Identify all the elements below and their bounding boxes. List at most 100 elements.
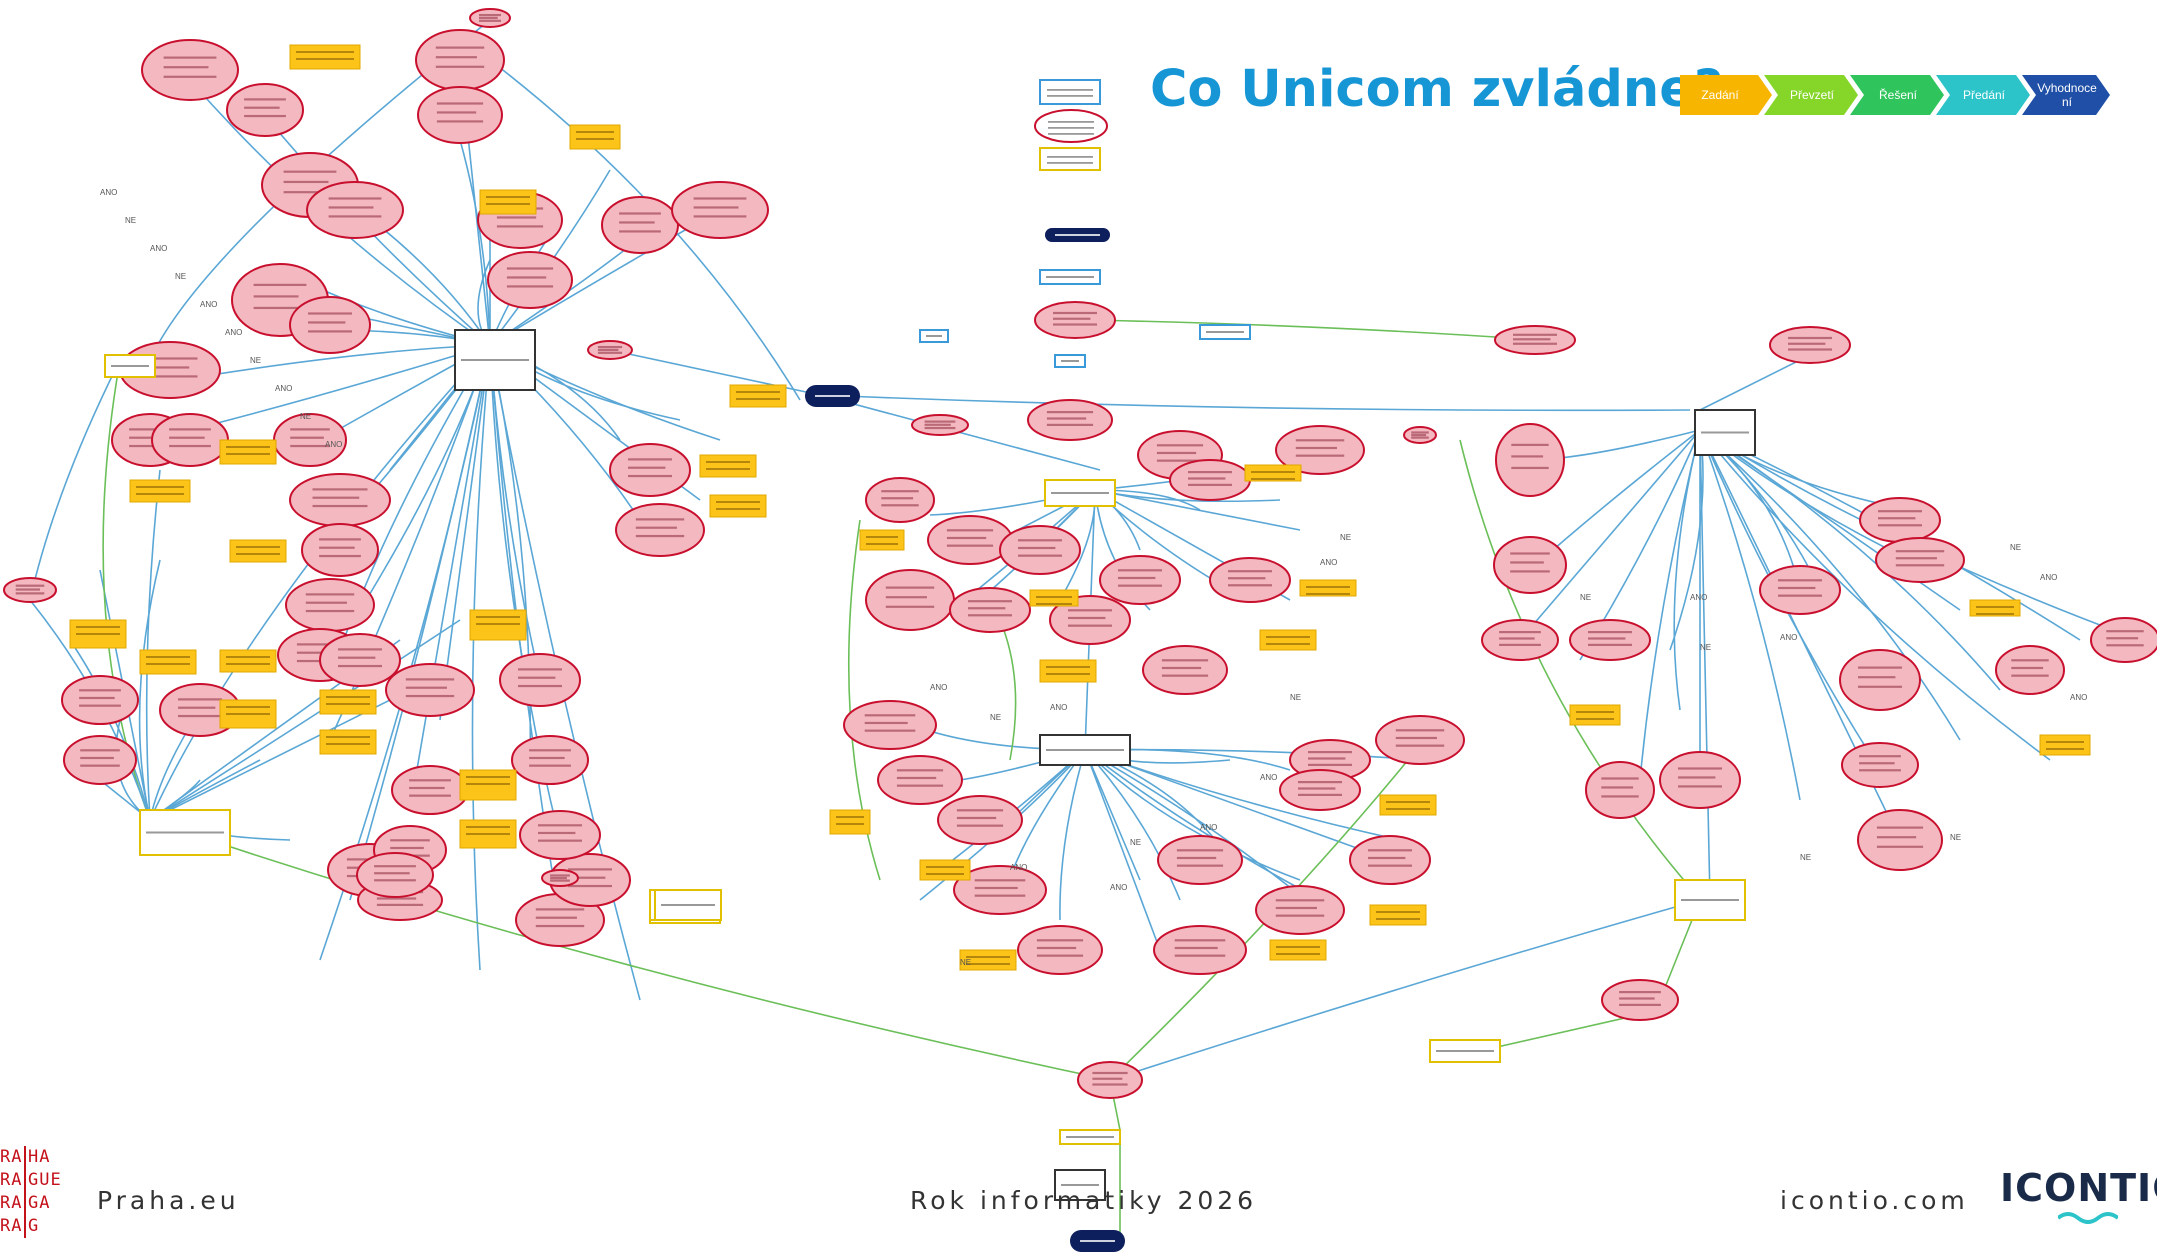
text-scribble bbox=[376, 903, 424, 906]
text-scribble bbox=[1701, 431, 1749, 434]
yellow-box bbox=[829, 809, 871, 835]
state-ellipse bbox=[301, 523, 379, 577]
text-scribble bbox=[1036, 939, 1084, 942]
deadline-change-box bbox=[219, 439, 277, 465]
footer-icontio[interactable]: icontio.com bbox=[1780, 1186, 1969, 1215]
flow-edge bbox=[145, 469, 161, 821]
text-scribble bbox=[693, 197, 747, 200]
text-scribble bbox=[80, 749, 120, 752]
flow-edge bbox=[1084, 749, 1141, 881]
state-change-node bbox=[1209, 557, 1291, 603]
text-scribble bbox=[535, 908, 585, 911]
text-scribble bbox=[1046, 411, 1094, 414]
text-scribble bbox=[338, 656, 376, 659]
text-scribble bbox=[1576, 718, 1614, 720]
state-change-node bbox=[1859, 497, 1941, 543]
yellow-box bbox=[319, 689, 377, 715]
state-ellipse bbox=[319, 633, 401, 687]
text-scribble bbox=[1298, 793, 1342, 796]
state-ellipse bbox=[285, 578, 375, 632]
state-change-node bbox=[865, 569, 955, 631]
text-scribble bbox=[1859, 762, 1895, 765]
flow-edge bbox=[819, 394, 1691, 412]
state-change-node bbox=[999, 525, 1081, 575]
text-scribble bbox=[1788, 348, 1832, 351]
text-scribble bbox=[129, 428, 171, 431]
text-scribble bbox=[244, 98, 286, 101]
text-scribble bbox=[236, 553, 280, 555]
text-scribble bbox=[885, 605, 935, 608]
text-scribble bbox=[946, 544, 994, 547]
deadline-change-box bbox=[69, 619, 127, 649]
text-scribble bbox=[253, 295, 299, 298]
text-scribble bbox=[966, 956, 1010, 958]
text-scribble bbox=[619, 221, 655, 224]
state-ellipse bbox=[306, 181, 404, 239]
text-scribble bbox=[1228, 584, 1272, 587]
text-scribble bbox=[466, 833, 510, 835]
state-change-node bbox=[415, 29, 505, 91]
text-scribble bbox=[1068, 624, 1112, 627]
text-scribble bbox=[946, 536, 987, 540]
deadline-change-box bbox=[1039, 659, 1097, 683]
text-scribble bbox=[319, 546, 355, 549]
edge-label: NE bbox=[1700, 643, 1711, 652]
text-scribble bbox=[1858, 676, 1896, 679]
deadline-change-box bbox=[1269, 939, 1327, 961]
text-scribble bbox=[142, 366, 190, 369]
deadline-change-box bbox=[229, 539, 287, 563]
text-scribble bbox=[1298, 781, 1342, 784]
footer-praha[interactable]: Praha.eu bbox=[97, 1186, 240, 1215]
text-scribble bbox=[1275, 899, 1325, 902]
text-scribble bbox=[15, 584, 45, 587]
text-scribble bbox=[146, 831, 224, 834]
flow-edge bbox=[1639, 429, 1701, 781]
text-scribble bbox=[1046, 276, 1094, 278]
text-scribble bbox=[496, 216, 537, 219]
text-scribble bbox=[864, 721, 908, 725]
text-scribble bbox=[1576, 711, 1614, 713]
text-scribble bbox=[836, 816, 864, 818]
state-ellipse bbox=[499, 653, 581, 707]
text-scribble bbox=[226, 713, 270, 715]
text-scribble bbox=[1080, 1240, 1115, 1242]
edge-label: NE bbox=[1950, 833, 1961, 842]
state-change-node bbox=[1275, 425, 1365, 475]
text-scribble bbox=[326, 703, 370, 705]
deadline-change-box bbox=[219, 699, 277, 729]
text-scribble bbox=[1678, 776, 1716, 779]
flow-edge bbox=[471, 344, 491, 971]
text-scribble bbox=[1619, 997, 1655, 1000]
text-scribble bbox=[1510, 570, 1550, 573]
text-scribble bbox=[1176, 849, 1224, 852]
text-scribble bbox=[966, 963, 1010, 965]
text-scribble bbox=[15, 588, 41, 591]
icontio-logo: ICONTIO bbox=[2000, 1166, 2157, 1210]
state-ellipse bbox=[1169, 459, 1251, 501]
text-scribble bbox=[535, 916, 577, 919]
text-scribble bbox=[226, 453, 270, 455]
text-scribble bbox=[1588, 643, 1632, 646]
text-scribble bbox=[2011, 666, 2044, 670]
state-ellipse bbox=[1859, 497, 1941, 543]
edge-label: ANO bbox=[1690, 593, 1707, 602]
edge-label: NE bbox=[1290, 693, 1301, 702]
deadline-change-box bbox=[959, 949, 1017, 971]
text-scribble bbox=[1619, 991, 1661, 994]
yellow-box bbox=[1379, 794, 1437, 816]
flow-edge bbox=[1059, 749, 1086, 921]
state-change-node bbox=[141, 39, 239, 101]
text-scribble bbox=[1386, 801, 1430, 803]
flow-edge bbox=[1084, 749, 1161, 951]
text-scribble bbox=[1174, 939, 1226, 942]
praha-logo-line: RA bbox=[0, 1216, 23, 1236]
text-scribble bbox=[576, 138, 614, 140]
text-scribble bbox=[881, 504, 919, 507]
text-scribble bbox=[129, 436, 165, 439]
flow-edge bbox=[999, 619, 1017, 761]
text-scribble bbox=[1878, 517, 1916, 520]
text-scribble bbox=[1306, 586, 1350, 588]
text-scribble bbox=[628, 458, 672, 461]
text-scribble bbox=[1895, 564, 1945, 567]
deadline-change-box bbox=[1029, 589, 1079, 607]
